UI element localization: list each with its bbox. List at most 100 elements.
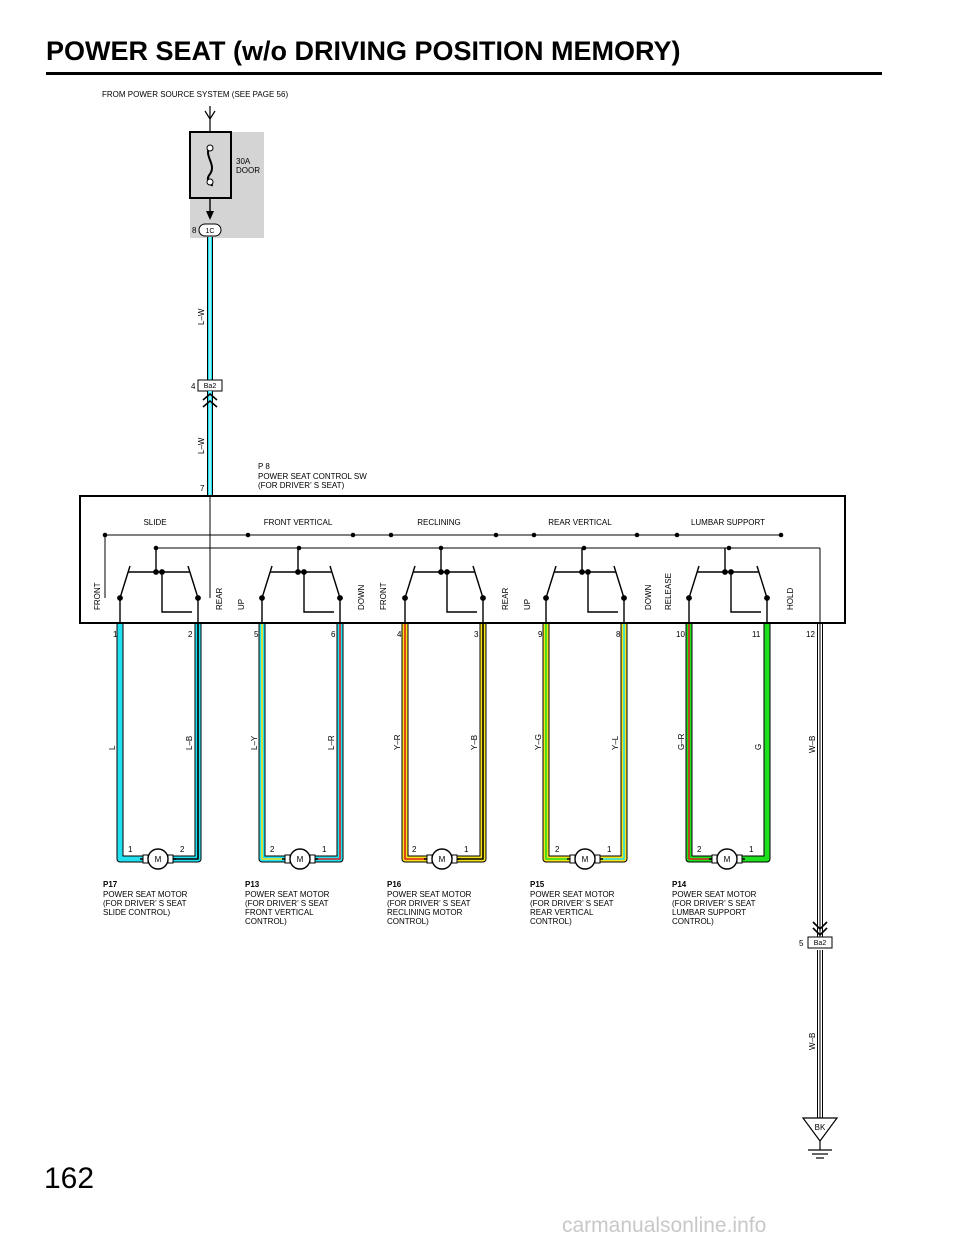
wire-6 bbox=[542, 624, 573, 863]
contact-arm-left bbox=[688, 565, 700, 599]
pin-label: 8 bbox=[616, 630, 621, 639]
motor-pin-right: 2 bbox=[180, 845, 185, 854]
wire-label: Y–G bbox=[534, 734, 543, 750]
contact-arm-left bbox=[545, 565, 557, 599]
contact-link bbox=[446, 572, 477, 613]
connector-ba2-top-pin: 4 bbox=[191, 382, 196, 391]
motor-pin-left: 2 bbox=[412, 845, 417, 854]
bus-dot bbox=[350, 532, 356, 538]
wire-tracer bbox=[454, 624, 484, 860]
section-slide: SLIDE bbox=[143, 518, 166, 527]
wire-base bbox=[686, 624, 715, 862]
contact-arm-left bbox=[404, 565, 416, 599]
motor-desc: RECLINING MOTOR bbox=[387, 908, 463, 917]
motor-icon bbox=[716, 848, 738, 870]
motor-brush bbox=[736, 854, 743, 864]
wire-tracer bbox=[688, 624, 715, 860]
motor-desc: CONTROL) bbox=[245, 917, 287, 926]
wire-0 bbox=[116, 624, 146, 863]
motor-desc: (FOR DRIVER’ S SEAT bbox=[530, 899, 614, 908]
contact-arm-left bbox=[261, 565, 273, 599]
wire-tracer bbox=[404, 624, 430, 860]
motor-pin-right: 1 bbox=[749, 845, 754, 854]
motor-icon bbox=[574, 848, 596, 870]
pin-label: 11 bbox=[752, 630, 761, 639]
switch-section-0 bbox=[117, 548, 201, 624]
motor-desc: POWER SEAT MOTOR bbox=[672, 890, 757, 899]
wire-label: L–R bbox=[327, 735, 336, 750]
switch-section-4 bbox=[686, 548, 770, 624]
contact-arm-right bbox=[756, 565, 768, 599]
pin-label: 3 bbox=[474, 630, 479, 639]
connector-1c-id: 1C bbox=[206, 228, 215, 235]
bus-dot bbox=[531, 532, 537, 538]
motor-brush bbox=[309, 854, 316, 864]
fuse-box bbox=[190, 132, 264, 238]
motor-desc: FRONT VERTICAL bbox=[245, 908, 314, 917]
contact-link bbox=[730, 572, 761, 613]
wire-9 bbox=[739, 624, 771, 863]
pin-label: 6 bbox=[331, 630, 336, 639]
bus-dot bbox=[102, 532, 108, 538]
pos-hold: HOLD bbox=[786, 588, 795, 610]
pos-front: FRONT bbox=[93, 582, 102, 610]
switch-contacts bbox=[117, 548, 770, 624]
motor-desc: (FOR DRIVER’ S SEAT bbox=[672, 899, 756, 908]
connector-ba2-bottom-pin: 5 bbox=[799, 939, 804, 948]
wire-label-lw-lower: L–W bbox=[197, 437, 206, 454]
wire-label-lw-upper: L–W bbox=[197, 308, 206, 325]
motor-brush bbox=[594, 854, 601, 864]
motor-code: P14 bbox=[672, 880, 687, 889]
motor-code: P13 bbox=[245, 880, 260, 889]
motor-desc: SLIDE CONTROL) bbox=[103, 908, 170, 917]
motor-desc: CONTROL) bbox=[387, 917, 429, 926]
wire-label: Y–R bbox=[393, 734, 402, 750]
pos-rear: REAR bbox=[215, 588, 224, 610]
wire-3 bbox=[312, 624, 344, 863]
wire-8 bbox=[685, 624, 715, 863]
wire-label: Y–B bbox=[470, 735, 479, 750]
wire-base bbox=[402, 624, 430, 862]
motor-brush bbox=[569, 854, 576, 864]
contact-arm-right bbox=[613, 565, 625, 599]
connector-ba2-bottom-id: Ba2 bbox=[814, 940, 827, 947]
wire-base bbox=[259, 624, 288, 862]
motor-code: P17 bbox=[103, 880, 118, 889]
wire-runs bbox=[116, 624, 771, 863]
wire-base bbox=[739, 624, 770, 862]
section-rear-vertical: REAR VERTICAL bbox=[548, 518, 612, 527]
wire-1 bbox=[170, 624, 202, 863]
contact-link bbox=[161, 572, 192, 613]
motor-symbol: M bbox=[439, 855, 446, 864]
bus-dot bbox=[778, 532, 784, 538]
wire-outline bbox=[685, 624, 715, 863]
source-arrow-icon bbox=[204, 110, 216, 121]
pos-up: UP bbox=[237, 599, 246, 610]
motor-brush bbox=[451, 854, 458, 864]
motor-desc: (FOR DRIVER’ S SEAT bbox=[387, 899, 471, 908]
connector-ba2-top-id: Ba2 bbox=[204, 383, 217, 390]
motor-desc: (FOR DRIVER’ S SEAT bbox=[245, 899, 329, 908]
pos-down-2: DOWN bbox=[644, 584, 653, 610]
switch-name: POWER SEAT CONTROL SW bbox=[258, 472, 367, 481]
bus-dot bbox=[493, 532, 499, 538]
motor-symbol: M bbox=[297, 855, 304, 864]
wire-label: L bbox=[108, 745, 117, 750]
motor-pin-left: 2 bbox=[270, 845, 275, 854]
switch-section-1 bbox=[259, 548, 343, 624]
pos-release: RELEASE bbox=[664, 573, 673, 610]
motor-brush bbox=[426, 854, 433, 864]
wire-2 bbox=[258, 624, 288, 863]
wire-label: G bbox=[754, 744, 763, 750]
motor-pin-right: 1 bbox=[607, 845, 612, 854]
pos-up-2: UP bbox=[523, 599, 532, 610]
page-number: 162 bbox=[44, 1162, 95, 1195]
bus-dot bbox=[726, 545, 732, 551]
source-label: FROM POWER SOURCE SYSTEM (SEE PAGE 56) bbox=[102, 90, 288, 99]
motor-code: P16 bbox=[387, 880, 402, 889]
motor-code: P15 bbox=[530, 880, 545, 889]
wire-4 bbox=[401, 624, 430, 863]
